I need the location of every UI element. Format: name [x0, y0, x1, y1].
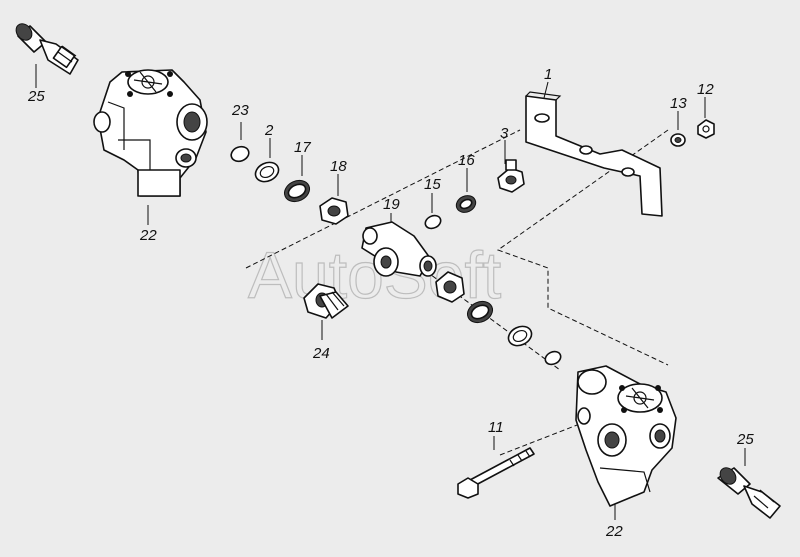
fitting-25-bottom — [717, 467, 781, 519]
o-ring-23 — [230, 145, 250, 163]
callout-24: 24 — [312, 345, 330, 362]
callout-19: 19 — [383, 196, 400, 213]
callout-2: 2 — [264, 122, 274, 139]
callout-labels: 25 22 23 2 17 18 19 15 16 3 1 13 12 24 1… — [27, 66, 754, 540]
callout-1: 1 — [544, 66, 552, 83]
callout-17: 17 — [294, 139, 311, 156]
callout-18: 18 — [330, 158, 347, 175]
bracket-1 — [525, 91, 663, 217]
callout-13: 13 — [670, 95, 687, 112]
callout-3: 3 — [500, 125, 509, 142]
callout-25-top: 25 — [27, 88, 45, 105]
callout-22-top: 22 — [139, 227, 157, 244]
nut-12 — [697, 119, 715, 139]
callout-12: 12 — [697, 81, 714, 98]
washer-13 — [670, 133, 686, 147]
seal-17 — [283, 179, 311, 203]
plug-3 — [497, 159, 525, 193]
callout-22-bottom: 22 — [605, 523, 623, 540]
valve-22-top — [93, 69, 208, 197]
washer-2 — [254, 161, 280, 183]
seal-lower-a — [466, 300, 494, 324]
nut-18 — [319, 197, 349, 225]
o-ring-lower-c — [544, 350, 562, 366]
callout-16: 16 — [458, 152, 475, 169]
tee-fitting-19 — [361, 221, 437, 277]
callout-11: 11 — [488, 419, 504, 436]
union-24 — [303, 283, 349, 319]
callout-15: 15 — [424, 176, 441, 193]
bolt-11 — [457, 447, 535, 499]
washer-lower-b — [507, 325, 533, 347]
valve-22-bottom — [575, 365, 677, 507]
callout-25-bottom: 25 — [736, 431, 754, 448]
ring-15 — [424, 214, 442, 230]
callout-23: 23 — [231, 102, 249, 119]
seal-16 — [455, 195, 477, 213]
nut-19-lower — [435, 271, 465, 303]
leader-lines — [35, 64, 746, 520]
fitting-25-top — [15, 23, 79, 75]
